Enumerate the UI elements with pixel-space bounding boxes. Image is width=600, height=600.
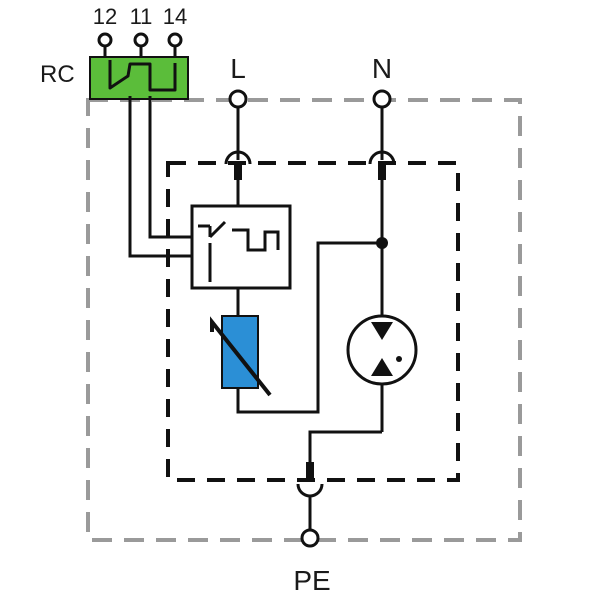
gdt-lower-electrode [371, 358, 393, 376]
neutral-junction [376, 237, 388, 249]
terminal-14 [167, 32, 183, 48]
l-plug-contact [224, 150, 252, 165]
rc-wire-outer [128, 96, 193, 258]
outer-enclosure [86, 98, 522, 542]
terminal-pe [300, 528, 320, 548]
rc-label: RC [40, 61, 75, 88]
disconnector-switch-symbol [198, 220, 280, 282]
gdt-upper-electrode [371, 322, 393, 340]
varistor-characteristic-line [210, 316, 272, 397]
terminal-12-label: 12 [93, 4, 117, 29]
line-label: L [230, 53, 246, 84]
n-plug-contact [368, 150, 396, 165]
rc-contact-symbol [108, 60, 177, 92]
varistor [221, 315, 259, 389]
rc-wire-inner [148, 96, 193, 239]
terminal-11-label: 11 [130, 4, 153, 29]
terminal-11 [133, 32, 149, 48]
terminal-14-label: 14 [163, 4, 187, 29]
terminal-n [372, 89, 392, 109]
neutral-label: N [372, 53, 392, 84]
remote-contact-block [89, 32, 189, 100]
gdt-gas-dot [396, 356, 402, 362]
varistor-to-neutral-wire [236, 241, 382, 414]
gdt-to-pe-wire [308, 430, 382, 462]
pe-label: PE [293, 565, 330, 596]
terminal-l [228, 89, 248, 109]
pe-plug-contact [296, 483, 324, 498]
terminal-12 [97, 32, 113, 48]
thermal-disconnector [190, 204, 292, 290]
